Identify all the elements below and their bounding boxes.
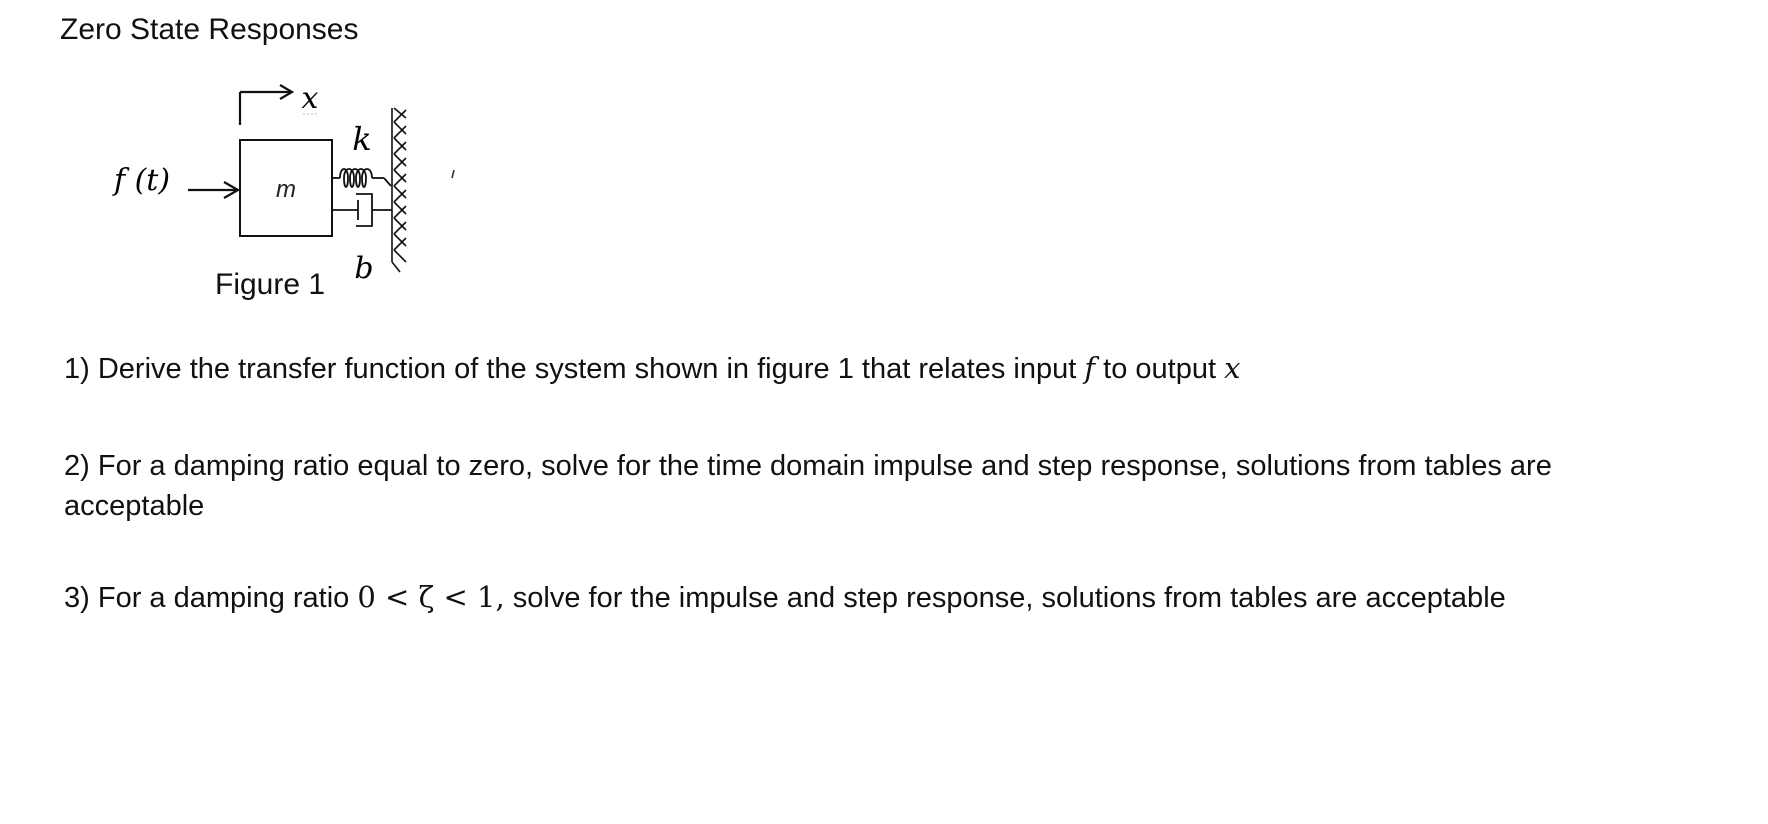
displacement-label: x xyxy=(302,81,319,116)
fixed-wall xyxy=(391,107,407,273)
question-1: 1) Derive the transfer function of the s… xyxy=(64,348,1564,389)
question-1-text-middle: to output xyxy=(1103,353,1217,385)
question-1-number: 1) xyxy=(64,353,90,385)
question-2-text: For a damping ratio equal to zero, solve… xyxy=(64,450,1552,522)
question-2-number: 2) xyxy=(64,450,90,482)
displacement-arrow xyxy=(238,84,295,125)
question-3-condition: 0 < ζ < 1, xyxy=(357,580,505,614)
spring xyxy=(332,168,392,188)
damper xyxy=(332,193,392,227)
question-2: 2) For a damping ratio equal to zero, so… xyxy=(64,446,1664,526)
question-3: 3) For a damping ratio 0 < ζ < 1, solve … xyxy=(64,577,1704,618)
mass-spring-damper-figure: x f (t) m k b xyxy=(100,70,490,310)
question-3-text-after: solve for the impulse and step response,… xyxy=(512,582,1506,614)
spring-label: k xyxy=(352,120,371,158)
question-3-text-before: For a damping ratio xyxy=(97,582,350,614)
stray-mark xyxy=(451,169,455,179)
question-1-output-symbol: x xyxy=(1224,351,1241,385)
question-3-number: 3) xyxy=(64,582,90,614)
figure-caption: Figure 1 xyxy=(215,268,326,301)
figure-diagram: x f (t) m k b xyxy=(112,81,455,286)
force-arrow xyxy=(188,181,241,199)
mass-label: m xyxy=(276,176,296,203)
force-label: f (t) xyxy=(112,163,170,198)
question-1-text-before: Derive the transfer function of the syst… xyxy=(97,353,1077,385)
damper-label: b xyxy=(354,251,373,286)
question-1-input-symbol: f xyxy=(1084,351,1096,385)
mass-block xyxy=(239,139,333,237)
page-title: Zero State Responses xyxy=(60,13,359,46)
